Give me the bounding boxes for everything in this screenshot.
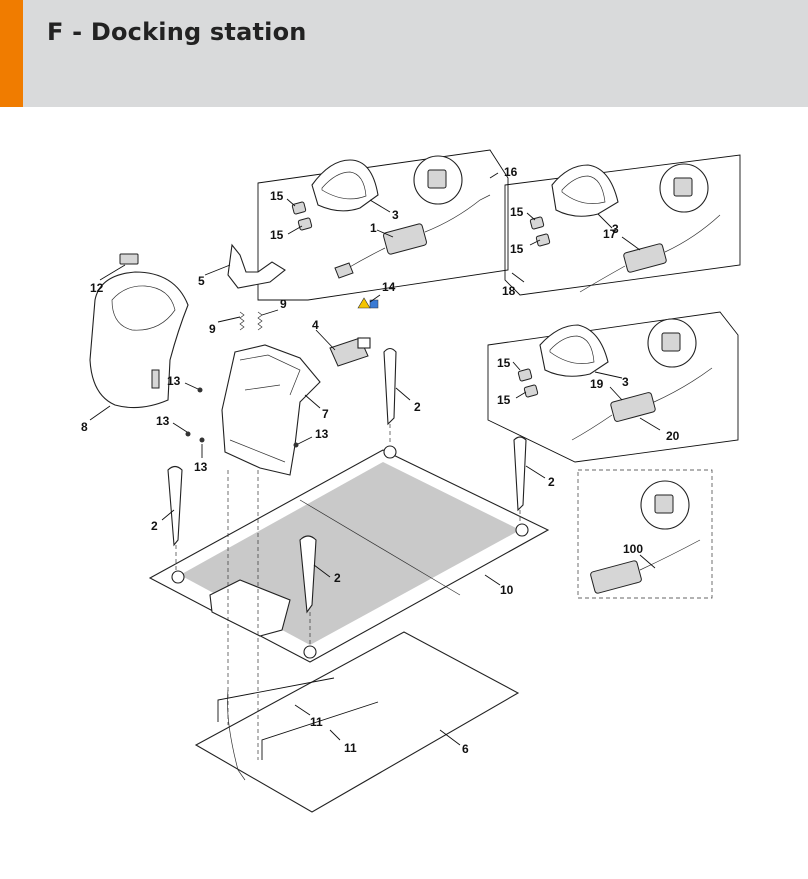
callout-17: 17 (603, 227, 617, 241)
screws-part-13 (185, 387, 299, 448)
callout-20: 20 (666, 429, 680, 443)
callout-1: 1 (370, 221, 377, 235)
callout-15: 15 (270, 189, 284, 203)
kit-box-20 (487, 311, 739, 463)
callout-15: 15 (497, 356, 511, 370)
callout-8: 8 (81, 420, 88, 434)
callout-6: 6 (462, 742, 469, 756)
base-plate-part-10 (148, 445, 550, 663)
callout-15: 15 (497, 393, 511, 407)
page-title: F - Docking station (47, 18, 307, 46)
alignment-lines (175, 424, 521, 760)
callout-3: 3 (612, 222, 619, 236)
callout-2: 2 (334, 571, 341, 585)
kit-box-16 (257, 149, 509, 301)
callout-2: 2 (548, 475, 555, 489)
warning-icon (357, 297, 379, 309)
frame-part-5 (227, 243, 286, 289)
callout-labels: 1 2 2 2 2 3 3 3 4 5 6 7 8 9 9 10 11 11 1… (81, 165, 680, 756)
callout-100: 100 (623, 542, 643, 556)
springs-part-9 (239, 311, 263, 331)
callout-5: 5 (198, 274, 205, 288)
callout-2: 2 (151, 519, 158, 533)
callout-15: 15 (510, 242, 524, 256)
mat-part-6 (194, 631, 520, 813)
callout-18: 18 (502, 284, 516, 298)
callout-11: 11 (310, 715, 323, 729)
wires-part-11 (217, 677, 379, 760)
kit-box-100 (577, 469, 713, 599)
callout-3: 3 (392, 208, 399, 222)
callout-13: 13 (156, 414, 170, 428)
callout-11: 11 (344, 741, 357, 755)
callout-4: 4 (312, 318, 319, 332)
callout-13: 13 (167, 374, 181, 388)
callout-16: 16 (504, 165, 518, 179)
callout-3: 3 (622, 375, 629, 389)
station-body-part-7 (221, 344, 321, 476)
header-accent-bar (0, 0, 23, 107)
callout-10: 10 (500, 583, 514, 597)
callout-9: 9 (209, 322, 216, 336)
cover-part-8 (89, 253, 189, 409)
callout-14: 14 (382, 280, 396, 294)
leader-lines (89, 172, 661, 746)
pegs-part-2 (167, 347, 527, 614)
kit-box-18 (504, 154, 741, 296)
page-header: F - Docking station (0, 0, 808, 107)
callout-19: 19 (590, 377, 604, 391)
callout-13: 13 (315, 427, 329, 441)
callout-12: 12 (90, 281, 104, 295)
callout-9: 9 (280, 297, 287, 311)
callout-15: 15 (510, 205, 524, 219)
callout-13: 13 (194, 460, 208, 474)
connector-part-4 (329, 337, 371, 367)
callout-15: 15 (270, 228, 284, 242)
callout-7: 7 (322, 407, 329, 421)
callout-2: 2 (414, 400, 421, 414)
